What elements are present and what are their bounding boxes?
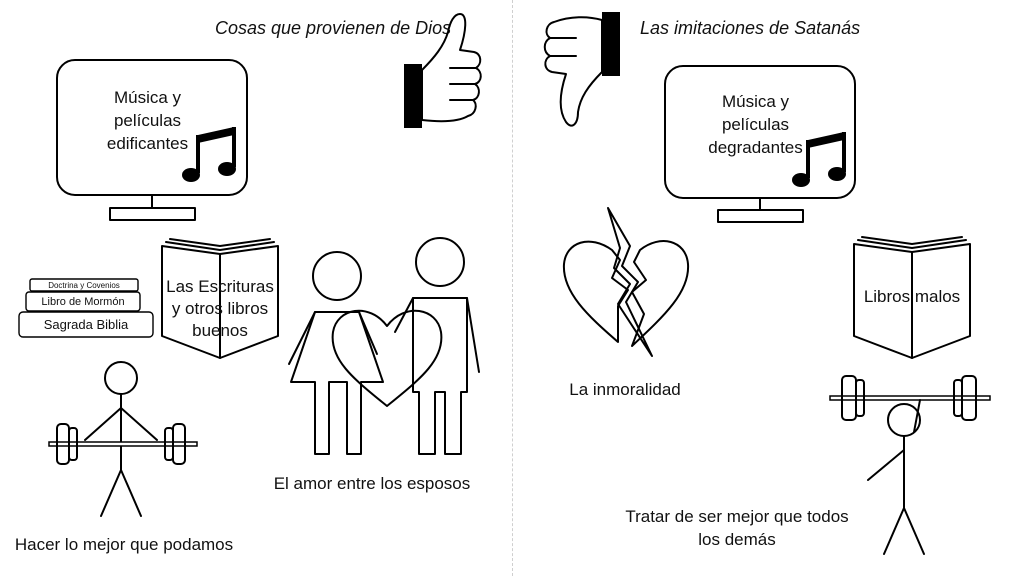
tv-right-line-1: Música y (721, 92, 790, 111)
bad-book-icon (853, 236, 971, 359)
thumbs-down-icon (543, 12, 620, 127)
heading-right: Las imitaciones de Satanás (640, 18, 861, 38)
tv-right-line-2: películas (721, 115, 790, 134)
weightlifter-right-line-2: los demás (698, 530, 776, 549)
couple-icon (288, 237, 480, 455)
open-book-left-text: Las Escrituras y otros libros buenos (158, 276, 282, 342)
center-divider (512, 0, 513, 576)
bad-book-text: Libros malos (863, 287, 961, 306)
open-book-left-line-2: y otros libros (171, 299, 269, 318)
book-stack-icon (18, 278, 154, 338)
weightlifter-right-caption: Tratar de ser mejor que todos los demás (612, 505, 862, 551)
open-book-left-line-1: Las Escrituras (166, 277, 274, 296)
heading-left: Cosas que provienen de Dios (215, 18, 452, 38)
weightlifter-right-line-1: Tratar de ser mejor que todos (625, 507, 849, 526)
thumbs-up-icon (404, 13, 482, 128)
open-book-left-icon (161, 238, 279, 359)
music-note-icon-right (792, 132, 846, 187)
weightlifter-right-icon (829, 375, 991, 555)
music-note-icon (182, 127, 236, 182)
tv-left-line-2: películas (113, 111, 182, 130)
love-caption: El amor entre los esposos (273, 474, 471, 493)
tv-right-icon (664, 65, 856, 223)
weightlifter-left-caption: Hacer lo mejor que podamos (14, 535, 234, 554)
tv-right-line-3: degradantes (708, 138, 803, 157)
open-book-left-line-3: buenos (192, 321, 248, 340)
book-doctrina: Doctrina y Covenios (48, 281, 120, 290)
book-mormon: Libro de Mormón (41, 296, 125, 308)
tv-left-line-1: Música y (113, 88, 182, 107)
tv-right-text: Música y películas degradantes (693, 90, 818, 159)
book-biblia: Sagrada Biblia (43, 317, 129, 332)
tv-left-text: Música y películas edificantes (85, 86, 210, 155)
broken-heart-caption: La inmoralidad (569, 380, 681, 399)
broken-heart-icon (562, 207, 690, 357)
weightlifter-left-icon (48, 361, 198, 517)
tv-left-line-3: edificantes (106, 134, 189, 153)
tv-left-icon (56, 59, 248, 221)
